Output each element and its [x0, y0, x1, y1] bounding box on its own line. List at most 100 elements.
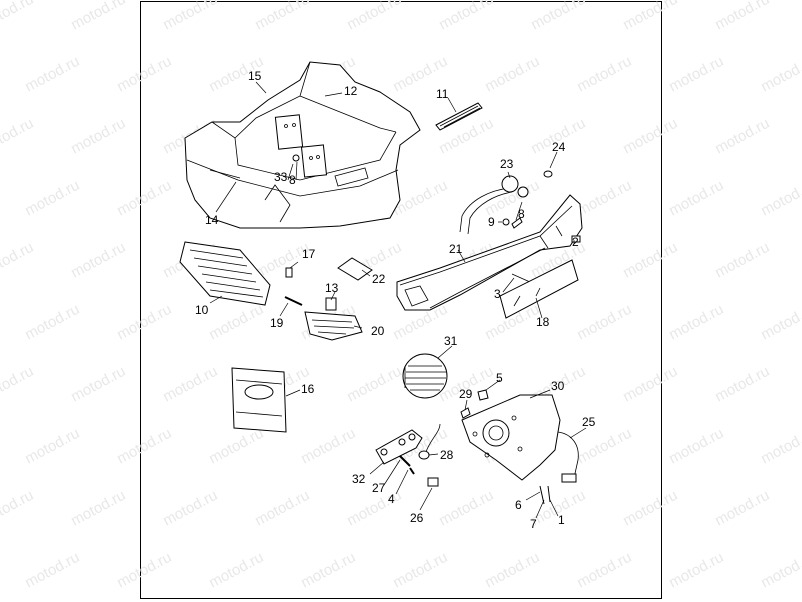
watermark-text-20: motod.ru — [0, 115, 36, 158]
vent-grille-part — [179, 241, 271, 306]
watermark-text-58: motod.ru — [758, 301, 802, 344]
screw-part — [460, 407, 471, 419]
trunk-tub-part — [184, 61, 421, 229]
watermark-text-67: motod.ru — [620, 363, 680, 406]
watermark-text-6: motod.ru — [528, 0, 588, 34]
watermark-text-61: motod.ru — [68, 363, 128, 406]
watermark-text-93: motod.ru — [298, 549, 358, 592]
callout-8-lid: 8 — [518, 207, 525, 221]
watermark-text-51: motod.ru — [114, 301, 174, 344]
callout-25: 25 — [582, 415, 596, 429]
watermark-text-62: motod.ru — [160, 363, 220, 406]
watermark-text-96: motod.ru — [574, 549, 634, 592]
callout-16: 16 — [301, 382, 315, 396]
callout-13: 13 — [325, 281, 339, 295]
watermark-text-82: motod.ru — [160, 487, 220, 530]
watermark-text-18: motod.ru — [758, 53, 802, 96]
callout-1: 1 — [558, 513, 565, 527]
watermark-text-17: motod.ru — [666, 53, 726, 96]
callout-2: 2 — [572, 235, 579, 249]
leader-lines — [209, 81, 587, 519]
watermark-text-47: motod.ru — [620, 239, 680, 282]
clip-part — [285, 267, 293, 278]
mounting-plate-part — [461, 394, 579, 505]
watermark-text-70: motod.ru — [22, 425, 82, 468]
watermark-text-57: motod.ru — [666, 301, 726, 344]
watermark-text-83: motod.ru — [252, 487, 312, 530]
watermark-text-10: motod.ru — [22, 53, 82, 96]
watermark-text-95: motod.ru — [482, 549, 542, 592]
watermark-text-92: motod.ru — [206, 549, 266, 592]
callout-9: 9 — [488, 215, 495, 229]
watermark-text-5: motod.ru — [436, 0, 496, 34]
watermark-text-2: motod.ru — [160, 0, 220, 34]
speaker-grille-part — [402, 353, 448, 399]
nut-part — [477, 389, 489, 401]
callout-28: 28 — [440, 448, 454, 462]
watermark-text-3: motod.ru — [252, 0, 312, 34]
callout-33: 33 — [274, 170, 288, 184]
watermark-text-56: motod.ru — [574, 301, 634, 344]
callout-18: 18 — [536, 315, 550, 329]
latch-plate-part — [325, 297, 337, 311]
callout-5: 5 — [496, 371, 503, 385]
callout-4: 4 — [388, 492, 395, 506]
watermark-text-38: motod.ru — [758, 177, 802, 220]
pin-part — [284, 296, 303, 306]
watermark-text-68: motod.ru — [712, 363, 772, 406]
seal-strip-part — [435, 102, 483, 131]
plate-bracket-part — [499, 259, 579, 319]
callout-22: 22 — [372, 272, 386, 286]
callout-14: 14 — [205, 213, 219, 227]
watermark-text-11: motod.ru — [114, 53, 174, 96]
watermark-text-78: motod.ru — [758, 425, 802, 468]
watermark-text-28: motod.ru — [712, 115, 772, 158]
callout-21: 21 — [449, 242, 463, 256]
watermark-text-40: motod.ru — [0, 239, 36, 282]
watermark-text-1: motod.ru — [68, 0, 128, 34]
callout-32: 32 — [352, 472, 366, 486]
watermark-text-81: motod.ru — [68, 487, 128, 530]
watermark-text-4: motod.ru — [344, 0, 404, 34]
callout-20: 20 — [371, 324, 385, 338]
watermark-text-7: motod.ru — [620, 0, 680, 34]
callout-8-tub: 8 — [289, 173, 296, 187]
connector-assembly-part — [375, 423, 441, 487]
watermark-text-48: motod.ru — [712, 239, 772, 282]
watermark-text-50: motod.ru — [22, 301, 82, 344]
callout-labels: 1 2 3 4 5 6 7 8 8 9 10 11 12 13 14 15 16… — [195, 69, 596, 531]
callout-17: 17 — [302, 247, 316, 261]
watermark-text-71: motod.ru — [114, 425, 174, 468]
callout-23: 23 — [500, 157, 514, 171]
watermark-text-52: motod.ru — [206, 301, 266, 344]
watermark-text-64: motod.ru — [344, 363, 404, 406]
watermark-text-30: motod.ru — [22, 177, 82, 220]
watermark-text-31: motod.ru — [114, 177, 174, 220]
callout-15: 15 — [248, 69, 262, 83]
watermark-text-76: motod.ru — [574, 425, 634, 468]
callout-6: 6 — [515, 498, 522, 512]
watermark-text-77: motod.ru — [666, 425, 726, 468]
watermark-text-60: motod.ru — [0, 363, 36, 406]
watermark-text-27: motod.ru — [620, 115, 680, 158]
callout-11: 11 — [436, 87, 449, 101]
watermark-text-90: motod.ru — [22, 549, 82, 592]
callout-10: 10 — [195, 303, 209, 317]
watermark-text-85: motod.ru — [436, 487, 496, 530]
watermark-text-94: motod.ru — [390, 549, 450, 592]
watermark-text-91: motod.ru — [114, 549, 174, 592]
owner-manual-part — [231, 367, 287, 433]
callout-29: 29 — [459, 387, 473, 401]
callout-3: 3 — [494, 287, 501, 301]
callout-30: 30 — [551, 379, 565, 393]
watermark-text-37: motod.ru — [666, 177, 726, 220]
callout-7: 7 — [530, 517, 537, 531]
callout-19: 19 — [270, 316, 284, 330]
watermark-text-87: motod.ru — [620, 487, 680, 530]
watermark-text-36: motod.ru — [574, 177, 634, 220]
watermark-text-98: motod.ru — [758, 549, 802, 592]
watermark-text-21: motod.ru — [68, 115, 128, 158]
watermark-text-73: motod.ru — [298, 425, 358, 468]
trim-strip-part — [337, 257, 373, 281]
